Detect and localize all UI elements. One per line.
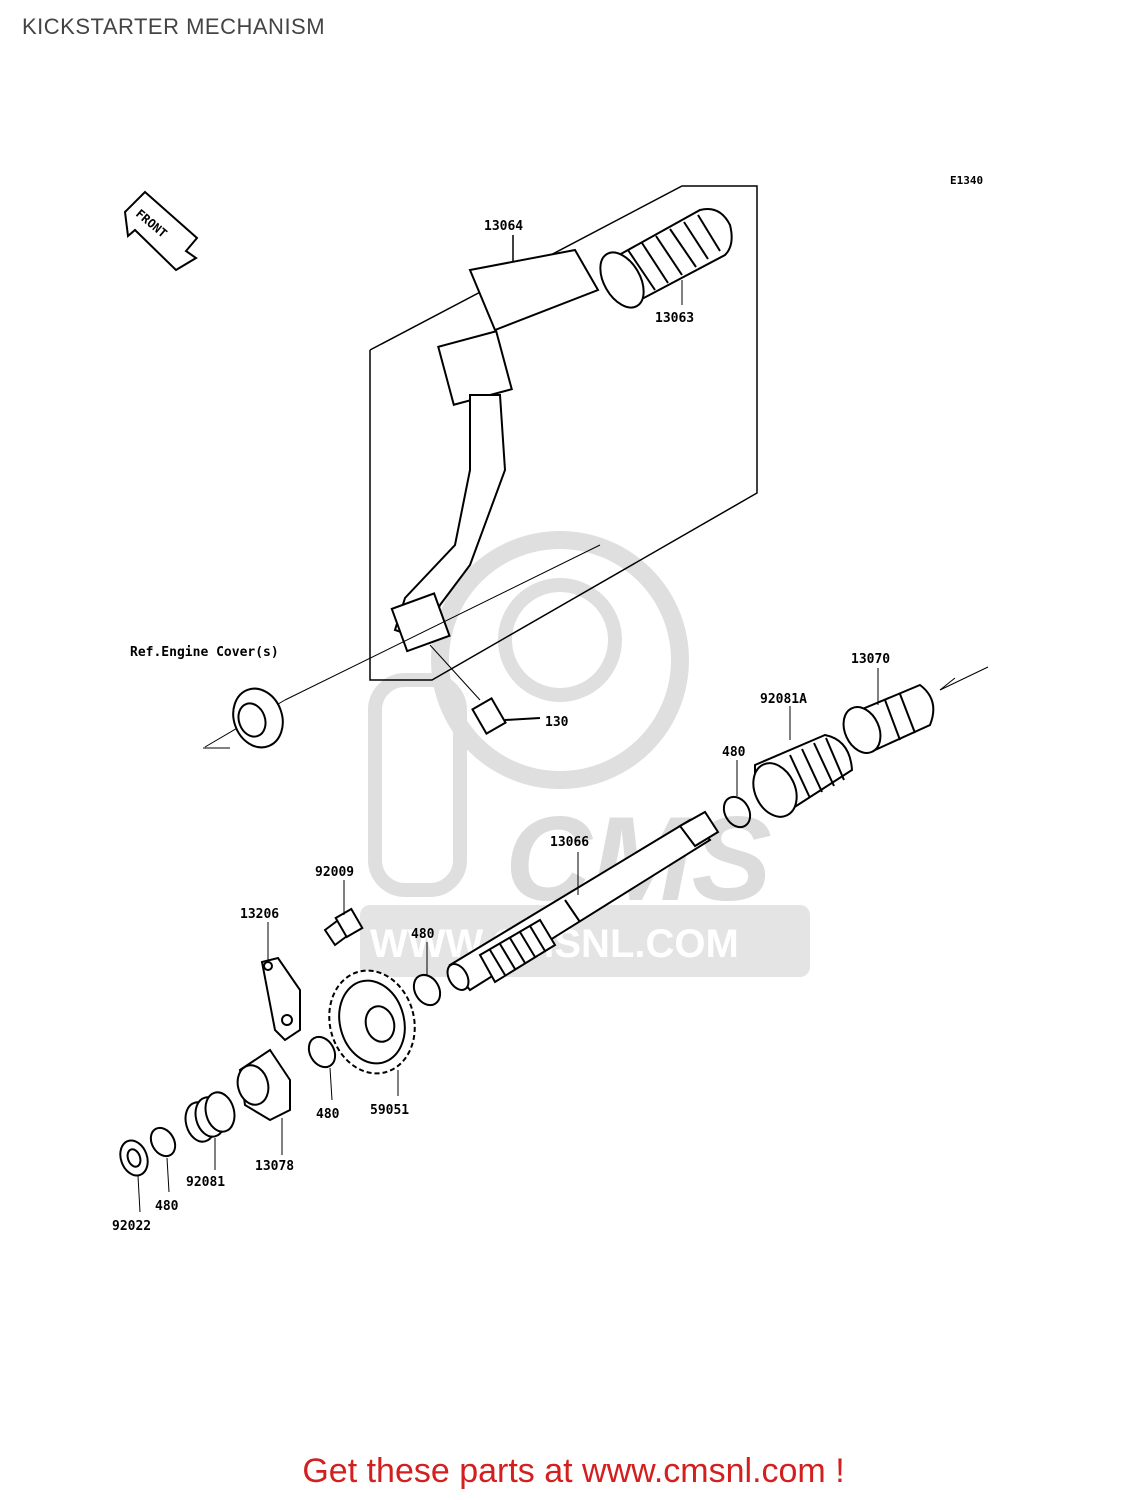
leader-lines xyxy=(137,280,879,1213)
part-label-59051[interactable]: 59051 xyxy=(370,1103,409,1118)
part-label-92009[interactable]: 92009 xyxy=(315,865,354,880)
oil-seal xyxy=(232,687,284,749)
assembly-axis-lines xyxy=(203,544,989,749)
footer-promo-link[interactable]: Get these parts at www.cmsnl.com ! xyxy=(302,1452,845,1490)
kick-lever-group-outline xyxy=(369,185,758,681)
kick-lever xyxy=(390,248,600,653)
pedal-rubber xyxy=(599,208,733,309)
compression-spring xyxy=(184,1091,236,1143)
circlip-480-d xyxy=(149,1126,177,1158)
part-label-13206[interactable]: 13206 xyxy=(240,907,279,922)
part-label-13078[interactable]: 13078 xyxy=(255,1159,294,1174)
washer xyxy=(119,1139,149,1177)
spring-guide xyxy=(842,683,935,754)
diagram-code: E1340 xyxy=(950,174,983,187)
kick-gear xyxy=(328,969,416,1075)
part-label-13066[interactable]: 13066 xyxy=(550,835,589,850)
part-label-480-c[interactable]: 480 xyxy=(316,1107,340,1122)
part-label-480-a[interactable]: 480 xyxy=(722,745,746,760)
part-label-480-d[interactable]: 480 xyxy=(155,1199,179,1214)
circlip-480-c xyxy=(307,1035,337,1069)
ratchet xyxy=(236,1048,291,1122)
kick-shaft xyxy=(446,810,720,992)
front-arrow-icon: FRONT xyxy=(123,190,199,272)
part-label-13063[interactable]: 13063 xyxy=(655,311,694,326)
part-label-92022[interactable]: 92022 xyxy=(112,1219,151,1234)
part-label-480-b[interactable]: 480 xyxy=(411,927,435,942)
bolt-92009 xyxy=(323,907,364,947)
part-label-13070[interactable]: 13070 xyxy=(851,652,890,667)
circlip-480-a xyxy=(722,795,752,829)
part-label-92081A[interactable]: 92081A xyxy=(760,692,807,707)
part-label-92081[interactable]: 92081 xyxy=(186,1175,225,1190)
reference-note: Ref.Engine Cover(s) xyxy=(130,645,279,660)
bolt-130 xyxy=(471,697,541,735)
part-label-13064[interactable]: 13064 xyxy=(484,219,523,234)
torsion-spring xyxy=(752,733,854,818)
part-label-130[interactable]: 130 xyxy=(545,715,569,730)
page-title: KICKSTARTER MECHANISM xyxy=(22,14,326,39)
circlip-480-b xyxy=(412,973,442,1007)
guide-plate xyxy=(260,956,301,1042)
